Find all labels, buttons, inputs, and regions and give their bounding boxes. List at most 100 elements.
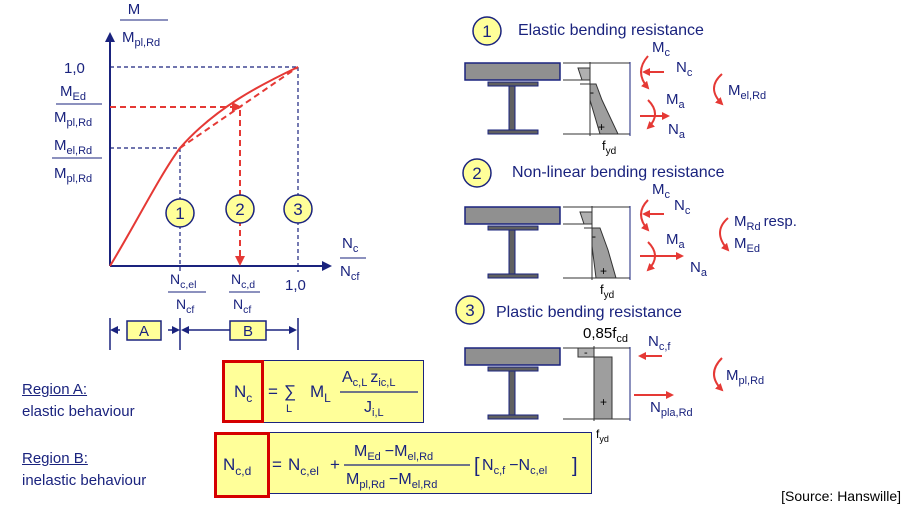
case-2-na-label: Na	[690, 259, 708, 279]
case-3-fcd-label: 0,85fcd	[583, 325, 628, 345]
case-2-plus: +	[600, 264, 607, 278]
region-b-text: inelastic behaviour	[22, 472, 147, 489]
case-1-minus: -	[590, 85, 594, 99]
source-credit: [Source: Hanswille]	[781, 488, 901, 504]
marker-2-circle	[225, 194, 255, 224]
region-b-label: B	[243, 323, 253, 340]
case-1-title: Elastic bending resistance	[518, 22, 704, 39]
case-3-mpl-label: Mpl,Rd	[726, 367, 764, 387]
case-1-na-label: Na	[668, 121, 686, 141]
med-label-num: MEd	[60, 83, 86, 103]
case-2-minus: -	[592, 229, 596, 243]
resistance-curve	[109, 66, 299, 267]
case-2-steel-stress	[584, 227, 617, 279]
mel-label-den: Mpl,Rd	[54, 165, 92, 185]
region-b-box	[229, 320, 267, 341]
formula-b-numerator: MEd−Mel,Rd	[354, 443, 433, 463]
region-a-label: A	[139, 323, 149, 340]
region-a-text: elastic behaviour	[22, 403, 135, 420]
interaction-graph: 1 2 3 M Mpl,Rd 1,0 MEd Mpl,Rd Mel,Rd Mpl…	[52, 1, 366, 350]
formula-b-plus: +	[330, 455, 340, 474]
formula-a-eq: =	[268, 382, 278, 401]
case-3-flange-bottom	[487, 414, 539, 420]
case-2-nonlinear: 2 Non-linear bending resistance - + fyd …	[462, 158, 797, 301]
region-b-heading: Region B:	[22, 450, 88, 467]
case-1-mel-arc	[713, 73, 724, 106]
case-3-title: Plastic bending resistance	[496, 304, 682, 321]
formula-a-denominator: Ji,L	[364, 399, 384, 419]
case-1-steel-stress	[580, 83, 619, 135]
case-2-med-label: MEd	[734, 235, 760, 255]
mel-label-num: Mel,Rd	[54, 137, 92, 157]
case-1-number: 1	[482, 22, 491, 41]
case-1-slab	[464, 62, 561, 81]
case-1-slab-stress	[577, 67, 591, 81]
formula-a-sum-sub: L	[286, 403, 292, 415]
case-2-slab-stress	[579, 211, 593, 225]
case-1-mc-arc	[640, 55, 650, 90]
med-label-den: Mpl,Rd	[54, 109, 92, 129]
marker-1-text: 1	[175, 204, 184, 223]
case-3-badge	[455, 295, 485, 325]
formula-b-eq: =	[272, 455, 282, 474]
case-2-flange-top	[487, 225, 539, 231]
case-3-mpl-arc	[713, 357, 724, 392]
x-axis-label-den: Ncf	[340, 263, 360, 283]
case-2-number: 2	[472, 164, 481, 183]
case-1-ma-label: Ma	[666, 91, 686, 111]
case-1-mc-label: Mc	[652, 39, 671, 59]
y-axis-label-den: Mpl,Rd	[122, 29, 160, 49]
case-1-flange-bottom	[487, 129, 539, 135]
case-2-mrd-arc	[719, 217, 730, 252]
case-2-badge	[462, 158, 492, 188]
x-tick-one: 1,0	[285, 277, 306, 294]
case-2-mc-label: Mc	[652, 181, 671, 201]
formula-b-bracket-open: [	[474, 455, 480, 477]
case-1-flange-top	[487, 81, 539, 87]
formula-b-bracket-close: ]	[572, 455, 578, 477]
formula-b-t1: Nc,el	[288, 455, 319, 478]
formula-b-denominator: Mpl,Rd−Mel,Rd	[346, 471, 437, 491]
formula-b-lhs: Nc,d	[223, 455, 251, 478]
case-3-npla-label: Npla,Rd	[650, 399, 693, 419]
case-1-fyd: fyd	[602, 138, 616, 157]
case-3-flange-top	[487, 366, 539, 372]
case-2-ma-label: Ma	[666, 231, 686, 251]
case-3-minus: -	[584, 347, 588, 359]
ncel-label-num: Nc,el	[170, 271, 196, 291]
region-a-box	[126, 320, 162, 341]
formula-b: Nc,d = Nc,el + MEd−Mel,Rd Mpl,Rd−Mel,Rd …	[223, 443, 578, 491]
case-2-slab	[464, 206, 561, 225]
case-3-steel-stress	[593, 356, 613, 420]
case-2-nc-label: Nc	[674, 197, 691, 217]
x-axis-label-num: Nc	[342, 235, 359, 255]
case-3-plus: +	[600, 395, 607, 409]
y-tick-one: 1,0	[64, 60, 85, 77]
case-3-number: 3	[465, 301, 474, 320]
case-1-ma-arc	[646, 99, 656, 130]
formula-a-lhs: Nc	[234, 382, 252, 405]
region-a-heading: Region A:	[22, 381, 88, 398]
formula-a-sum: ∑	[284, 382, 296, 401]
case-2-web	[508, 229, 516, 275]
y-axis-label-num: M	[128, 1, 141, 18]
case-1-badge	[472, 16, 502, 46]
marker-3-circle	[283, 194, 313, 224]
case-3-plastic: 3 Plastic bending resistance 0,85fcd - +…	[455, 295, 764, 444]
case-3-web	[508, 370, 516, 416]
case-3-ncf-label: Nc,f	[648, 333, 671, 353]
case-2-title: Non-linear bending resistance	[512, 164, 725, 181]
marker-1-circle	[165, 198, 195, 228]
case-1-web	[508, 85, 516, 131]
case-3-fyd: fyd	[596, 427, 609, 444]
case-1-elastic: 1 Elastic bending resistance - + fyd Mc …	[464, 16, 766, 157]
formula-a-lhs-highlight	[222, 360, 264, 423]
formula-b-lhs-highlight	[214, 432, 270, 498]
case-1-mel-label: Mel,Rd	[728, 82, 766, 102]
ncel-label-den: Ncf	[176, 296, 194, 316]
case-1-plus: +	[598, 120, 605, 134]
